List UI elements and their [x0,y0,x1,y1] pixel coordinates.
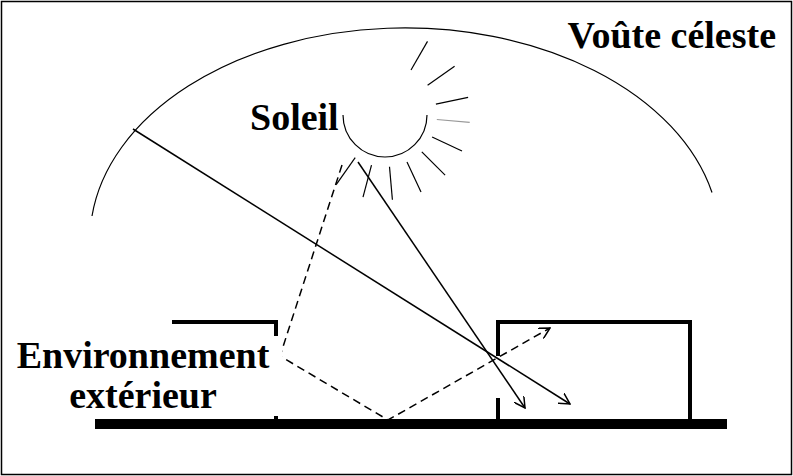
ground [95,419,727,429]
sun-disc [343,115,427,157]
environment-label: Environnement extérieur [4,336,282,416]
sun-ray [411,41,428,70]
sun-ray [407,162,421,192]
sun-ray [422,152,445,175]
sun-symbol [336,41,470,199]
room-wall [496,398,500,419]
sun-ray [436,97,468,104]
sun-ray [437,120,470,123]
room-building [498,322,690,419]
sun-ray [428,66,455,85]
sky-label: Voûte céleste [564,16,779,56]
sun-ray [336,158,355,185]
reflected-ray [280,165,550,420]
direct-sun-ray [358,162,525,408]
sun-ray [390,167,393,200]
sun-ray [432,137,462,151]
sky-vault [92,28,712,216]
sun-label: Soleil [247,98,342,138]
